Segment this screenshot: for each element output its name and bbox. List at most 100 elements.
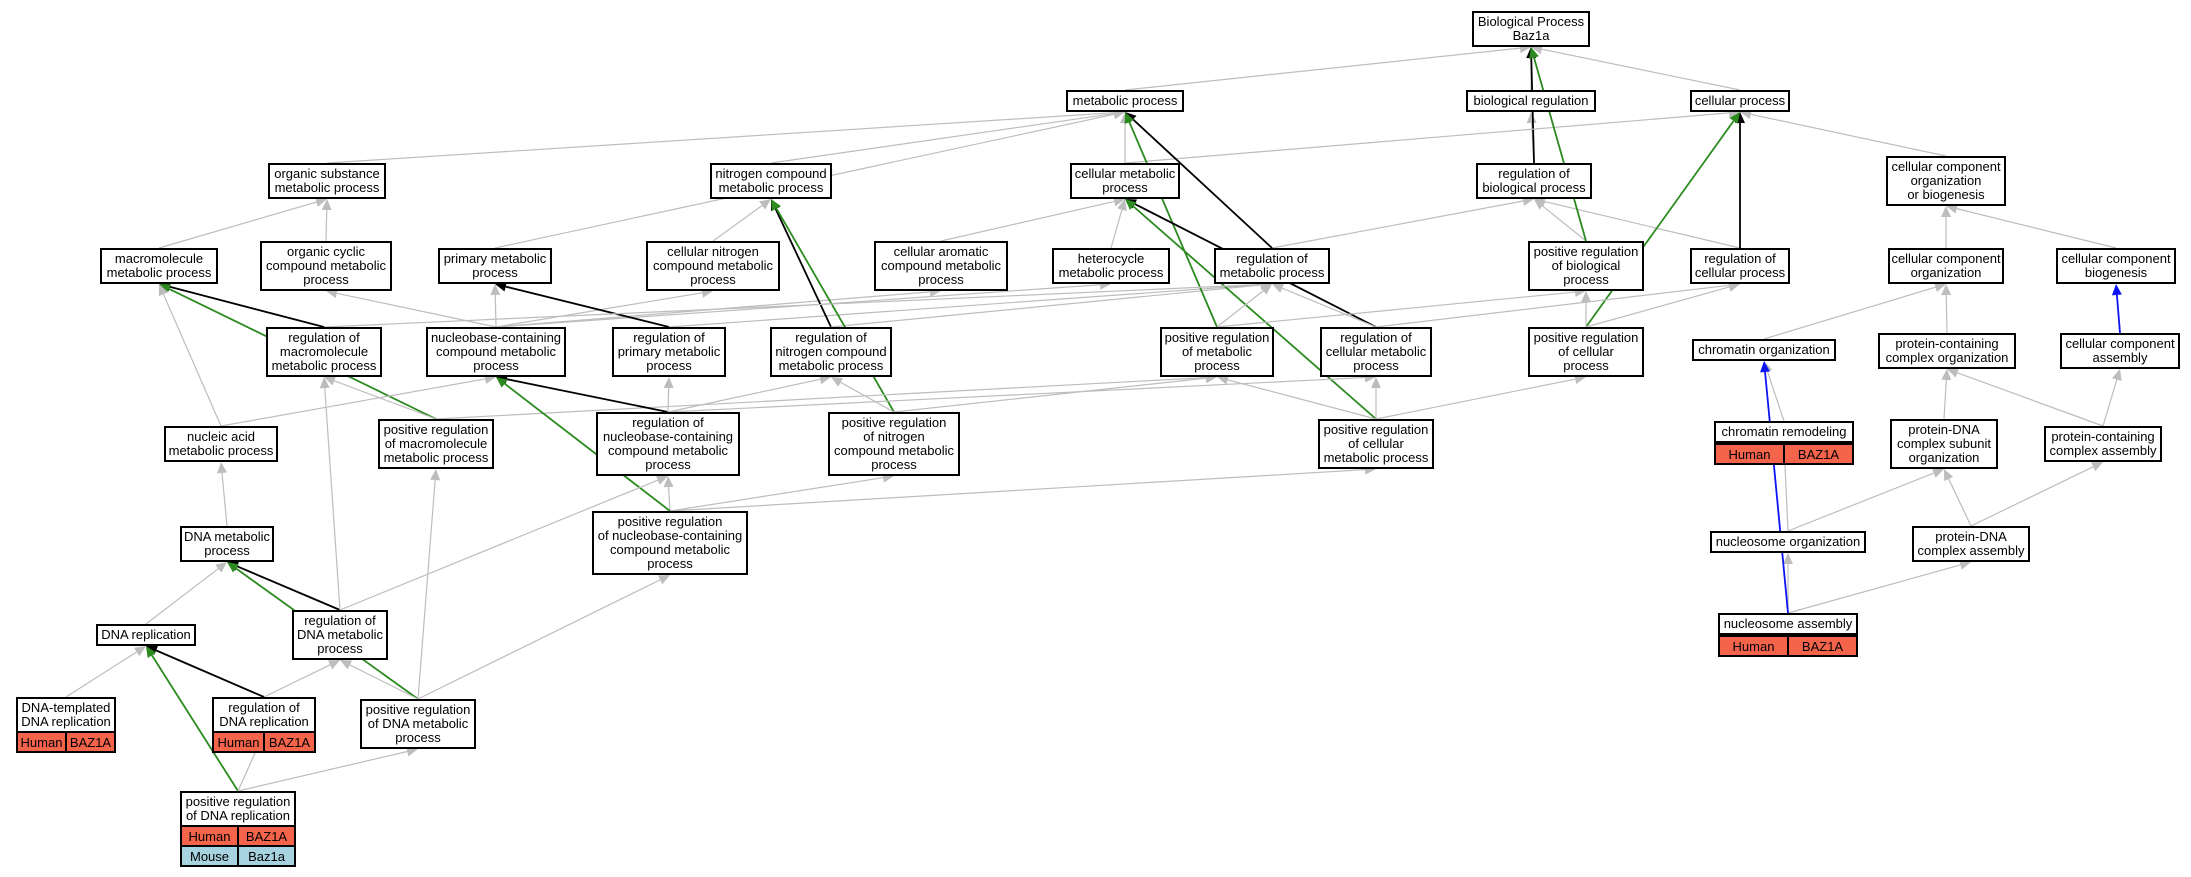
edge-no-pdcso [1787,472,1934,532]
node-protein-containing-complex-organization[interactable]: protein-containing complex organization [1878,333,2016,369]
edge-rcmp-rmp [1281,287,1377,328]
node-cellular-aromatic-compound-metabolic-process[interactable]: cellular aromatic compound metabolic pro… [874,241,1008,291]
node-regulation-of-dna-metabolic-process[interactable]: regulation of DNA metabolic process [292,610,388,660]
node-positive-regulation-of-macromolecule-metabolic-process[interactable]: positive regulation of macromolecule met… [378,419,494,469]
edge-prnbcmp-prcmp [669,469,1366,512]
edge-cacmp-cmp [940,200,1115,242]
node-regulation-of-nitrogen-compound-metabolic-process[interactable]: regulation of nitrogen compound metaboli… [770,327,892,377]
edge-arrowhead-dmp-namp [217,462,228,474]
node-nucleosome-assembly[interactable]: nucleosome assembly [1718,613,1858,635]
edge-rdr-rdmp [263,664,331,698]
node-regulation-of-metabolic-process[interactable]: regulation of metabolic process [1214,248,1330,284]
edge-arrowhead-prcmp-cmp [1125,199,1137,211]
edge-prcp-cp [1585,120,1735,328]
node-positive-regulation-of-cellular-process[interactable]: positive regulation of cellular process [1528,327,1644,377]
node-protein-dna-complex-subunit-organization[interactable]: protein-DNA complex subunit organization [1890,419,1998,469]
node-positive-regulation-of-biological-process[interactable]: positive regulation of biological proces… [1528,241,1644,291]
edge-arrowhead-dr-dmp [215,562,227,573]
edge-rdr-dr [155,649,265,698]
edge-arrowhead-cco-ccob [1941,206,1951,217]
edge-arrowhead-cacmp-cmp [1113,196,1125,207]
edge-prnbcmp-nbcmp [504,382,671,512]
edge-prmmp-rmmp [334,380,437,420]
node-nitrogen-compound-metabolic-process[interactable]: nitrogen compound metabolic process [710,163,832,199]
node-chromatin-remodeling[interactable]: chromatin remodeling [1714,421,1854,443]
node-regulation-of-nucleobase-containing-compound-metabolic-process[interactable]: regulation of nucleobase-containing comp… [596,412,740,476]
edge-cmp-cp [1124,112,1730,164]
edge-prmp-prbp [1216,291,1576,328]
node-biological-process[interactable]: Biological Process Baz1a [1472,11,1590,47]
edge-prncmp-ncmp [775,208,895,413]
node-primary-metabolic-process[interactable]: primary metabolic process [438,248,552,284]
gene-label: BAZ1A [65,733,114,751]
node-cellular-component-organization[interactable]: cellular component organization [1888,248,2004,284]
node-regulation-of-cellular-metabolic-process[interactable]: regulation of cellular metabolic process [1320,327,1432,377]
edge-rpmp-pmp [505,285,670,328]
edge-rnbcmp-rcmp [667,376,1366,413]
node-metabolic-process[interactable]: metabolic process [1066,90,1184,112]
node-regulation-of-macromolecule-metabolic-process[interactable]: regulation of macromolecule metabolic pr… [266,327,382,377]
node-organic-substance-metabolic-process[interactable]: organic substance metabolic process [268,163,386,199]
edge-prncmp-prmp [893,377,1207,413]
node-nucleosome-organization[interactable]: nucleosome organization [1710,531,1866,553]
node-biological-regulation[interactable]: biological regulation [1466,90,1596,112]
node-positive-regulation-of-nucleobase-containing-compound-metabolic-process[interactable]: positive regulation of nucleobase-contai… [592,511,748,575]
edge-arrowhead-pdca-pcca [2090,462,2103,472]
edge-arrowhead-cncmp-ncmp [759,199,771,210]
node-positive-regulation-of-cellular-metabolic-process[interactable]: positive regulation of cellular metaboli… [1318,419,1434,469]
node-macromolecule-metabolic-process[interactable]: macromolecule metabolic process [100,248,218,284]
node-cellular-component-organization-or-biogenesis[interactable]: cellular component organization or bioge… [1886,156,2006,206]
edge-prncmp-rncmp [840,381,895,413]
node-positive-regulation-of-nitrogen-compound-metabolic-process[interactable]: positive regulation of nitrogen compound… [828,412,960,476]
node-nucleobase-containing-compound-metabolic-process[interactable]: nucleobase-containing compound metabolic… [426,327,566,377]
node-organic-cyclic-compound-metabolic-process[interactable]: organic cyclic compound metabolic proces… [260,241,392,291]
edge-cca-ccb [2115,294,2121,334]
edge-rdmp-rnbcmp [339,479,659,611]
node-cellular-metabolic-process[interactable]: cellular metabolic process [1070,163,1180,199]
node-cellular-nitrogen-compound-metabolic-process[interactable]: cellular nitrogen compound metabolic pro… [646,241,780,291]
species-label: Human [1728,446,1771,462]
edge-arrowhead-prcp-rcp [1728,282,1740,292]
edge-nbcmp-occmp [336,292,497,328]
node-dna-templated-dna-replication[interactable]: DNA-templated DNA replication [16,697,116,733]
node-regulation-of-dna-replication[interactable]: regulation of DNA replication [212,697,316,733]
edge-rmp-mp [1132,118,1273,249]
edge-arrowhead-na-no [1783,553,1793,564]
edge-prdmp-prnbcmp [417,579,661,700]
edge-arrowhead-prmp-rmp [1260,284,1272,295]
node-protein-containing-complex-assembly[interactable]: protein-containing complex assembly [2044,426,2162,462]
node-nucleic-acid-metabolic-process[interactable]: nucleic acid metabolic process [164,426,278,462]
edge-prmmp-prmp [435,376,1207,420]
edge-arrowhead-prnbcmp-nbcmp [496,377,508,388]
node-dna-metabolic-process[interactable]: DNA metabolic process [180,526,274,562]
edge-dtdr-dr [65,651,138,698]
node-positive-regulation-of-metabolic-process[interactable]: positive regulation of metabolic process [1160,327,1274,377]
node-regulation-of-primary-metabolic-process[interactable]: regulation of primary metabolic process [612,327,726,377]
edge-chr-cho [1766,371,1785,422]
edge-arrowhead-prmmp-rmmp [324,376,337,386]
edge-arrowhead-ccb-ccob [1946,203,1958,214]
node-protein-dna-complex-assembly[interactable]: protein-DNA complex assembly [1912,526,2030,562]
node-cellular-component-biogenesis[interactable]: cellular component biogenesis [2056,248,2176,284]
edge-arrowhead-prcp-prbp [1581,291,1591,302]
node-cellular-process[interactable]: cellular process [1690,90,1790,112]
node-cellular-component-assembly[interactable]: cellular component assembly [2060,333,2180,369]
node-regulation-of-biological-process[interactable]: regulation of biological process [1476,163,1592,199]
edge-arrowhead-prdr-prdmp [406,746,418,757]
node-dna-replication[interactable]: DNA replication [96,624,196,646]
edge-arrowhead-dtdr-dr [134,646,146,657]
node-positive-regulation-of-dna-replication[interactable]: positive regulation of DNA replication [180,791,296,827]
node-positive-regulation-of-dna-metabolic-process[interactable]: positive regulation of DNA metabolic pro… [360,699,476,749]
node-chromatin-organization[interactable]: chromatin organization [1692,339,1836,361]
edge-arrowhead-pcca-cca [2112,369,2122,381]
edge-no-chr [1783,453,1789,532]
edge-pdcso-pcco [1943,379,1947,420]
node-heterocycle-metabolic-process[interactable]: heterocycle metabolic process [1052,248,1170,284]
edge-arrowhead-prmmp-mmp [159,284,172,294]
gene-label: BAZ1A [237,827,294,845]
edge-cho-cco [1763,286,1936,340]
node-regulation-of-cellular-process[interactable]: regulation of cellular process [1690,248,1790,284]
edge-dmp-namp [221,472,228,527]
